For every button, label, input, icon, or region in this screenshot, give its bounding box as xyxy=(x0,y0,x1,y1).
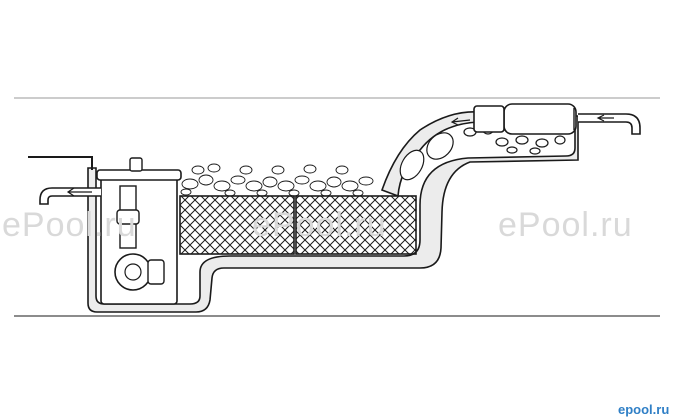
watermark-right: ePool.ru xyxy=(498,206,633,244)
pump-body xyxy=(147,259,165,285)
flow-arrow-inlet xyxy=(596,114,614,122)
lid-handle xyxy=(129,157,143,172)
uv-clarifier-cap xyxy=(473,105,505,133)
check-valve xyxy=(116,209,140,225)
filter-media-right xyxy=(295,195,417,255)
watermark-center: ePool.ru xyxy=(252,206,387,244)
filter-media-left xyxy=(179,195,295,255)
stream-stones xyxy=(399,125,566,181)
uv-clarifier-body xyxy=(503,103,577,135)
watermark-corner: epool.ru xyxy=(618,402,670,417)
inlet-pipe xyxy=(578,113,641,135)
pump-impeller-housing xyxy=(114,253,152,291)
pump-impeller xyxy=(124,263,142,281)
flow-arrow-left xyxy=(66,187,92,197)
watermark-left: ePool.ru xyxy=(2,206,137,244)
gravel-layer xyxy=(180,163,374,197)
basin-liner xyxy=(87,115,579,313)
deck-ledge xyxy=(28,156,93,170)
flow-arrow-stream xyxy=(450,117,471,126)
